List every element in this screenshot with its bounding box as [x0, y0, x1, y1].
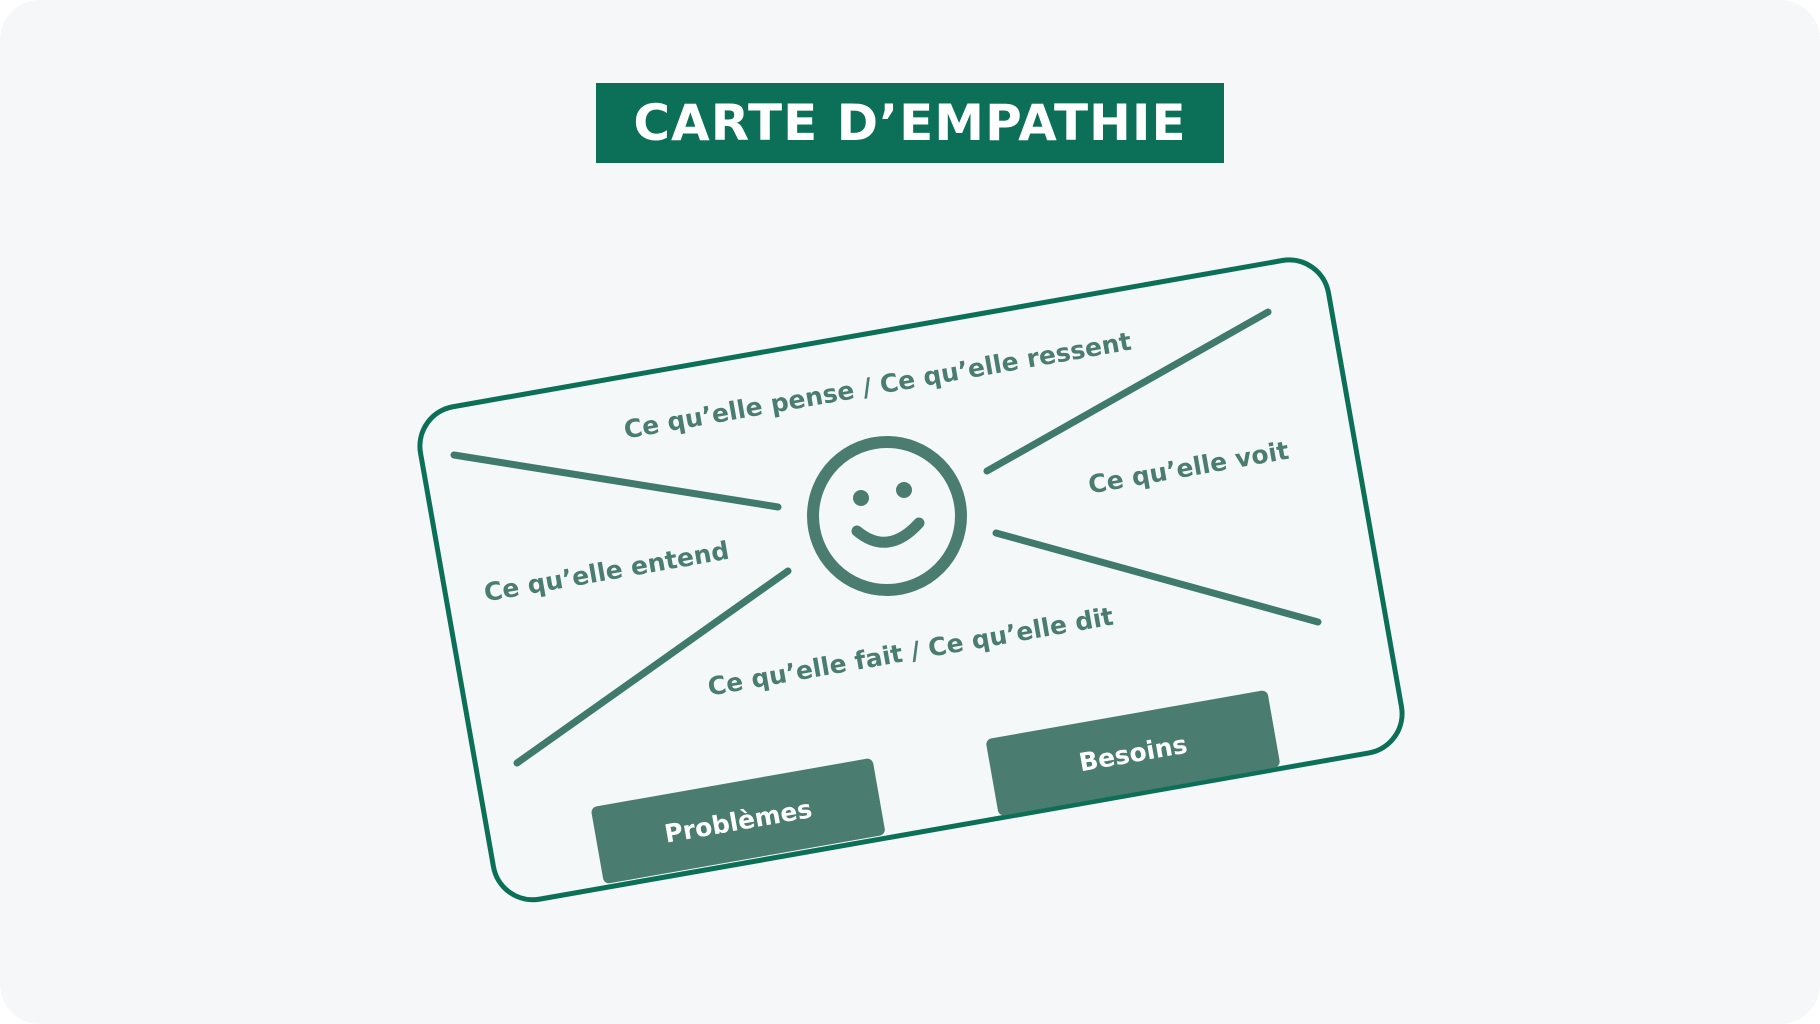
divider-lines [450, 308, 1322, 767]
problemes-button-bg [591, 758, 885, 884]
divider-line-top-left [450, 451, 782, 511]
problemes-button[interactable]: Problèmes [591, 758, 886, 884]
besoins-button-bg [986, 690, 1280, 816]
divider-line-top-right [983, 308, 1272, 475]
besoins-button[interactable]: Besoins [985, 690, 1280, 816]
divider-line-bottom-left [513, 567, 792, 767]
divider-line-bottom-right [992, 529, 1322, 626]
title-banner: CARTE D’EMPATHIE [596, 83, 1224, 163]
page-title: CARTE D’EMPATHIE [633, 94, 1187, 152]
smiley-face-icon [807, 436, 967, 596]
